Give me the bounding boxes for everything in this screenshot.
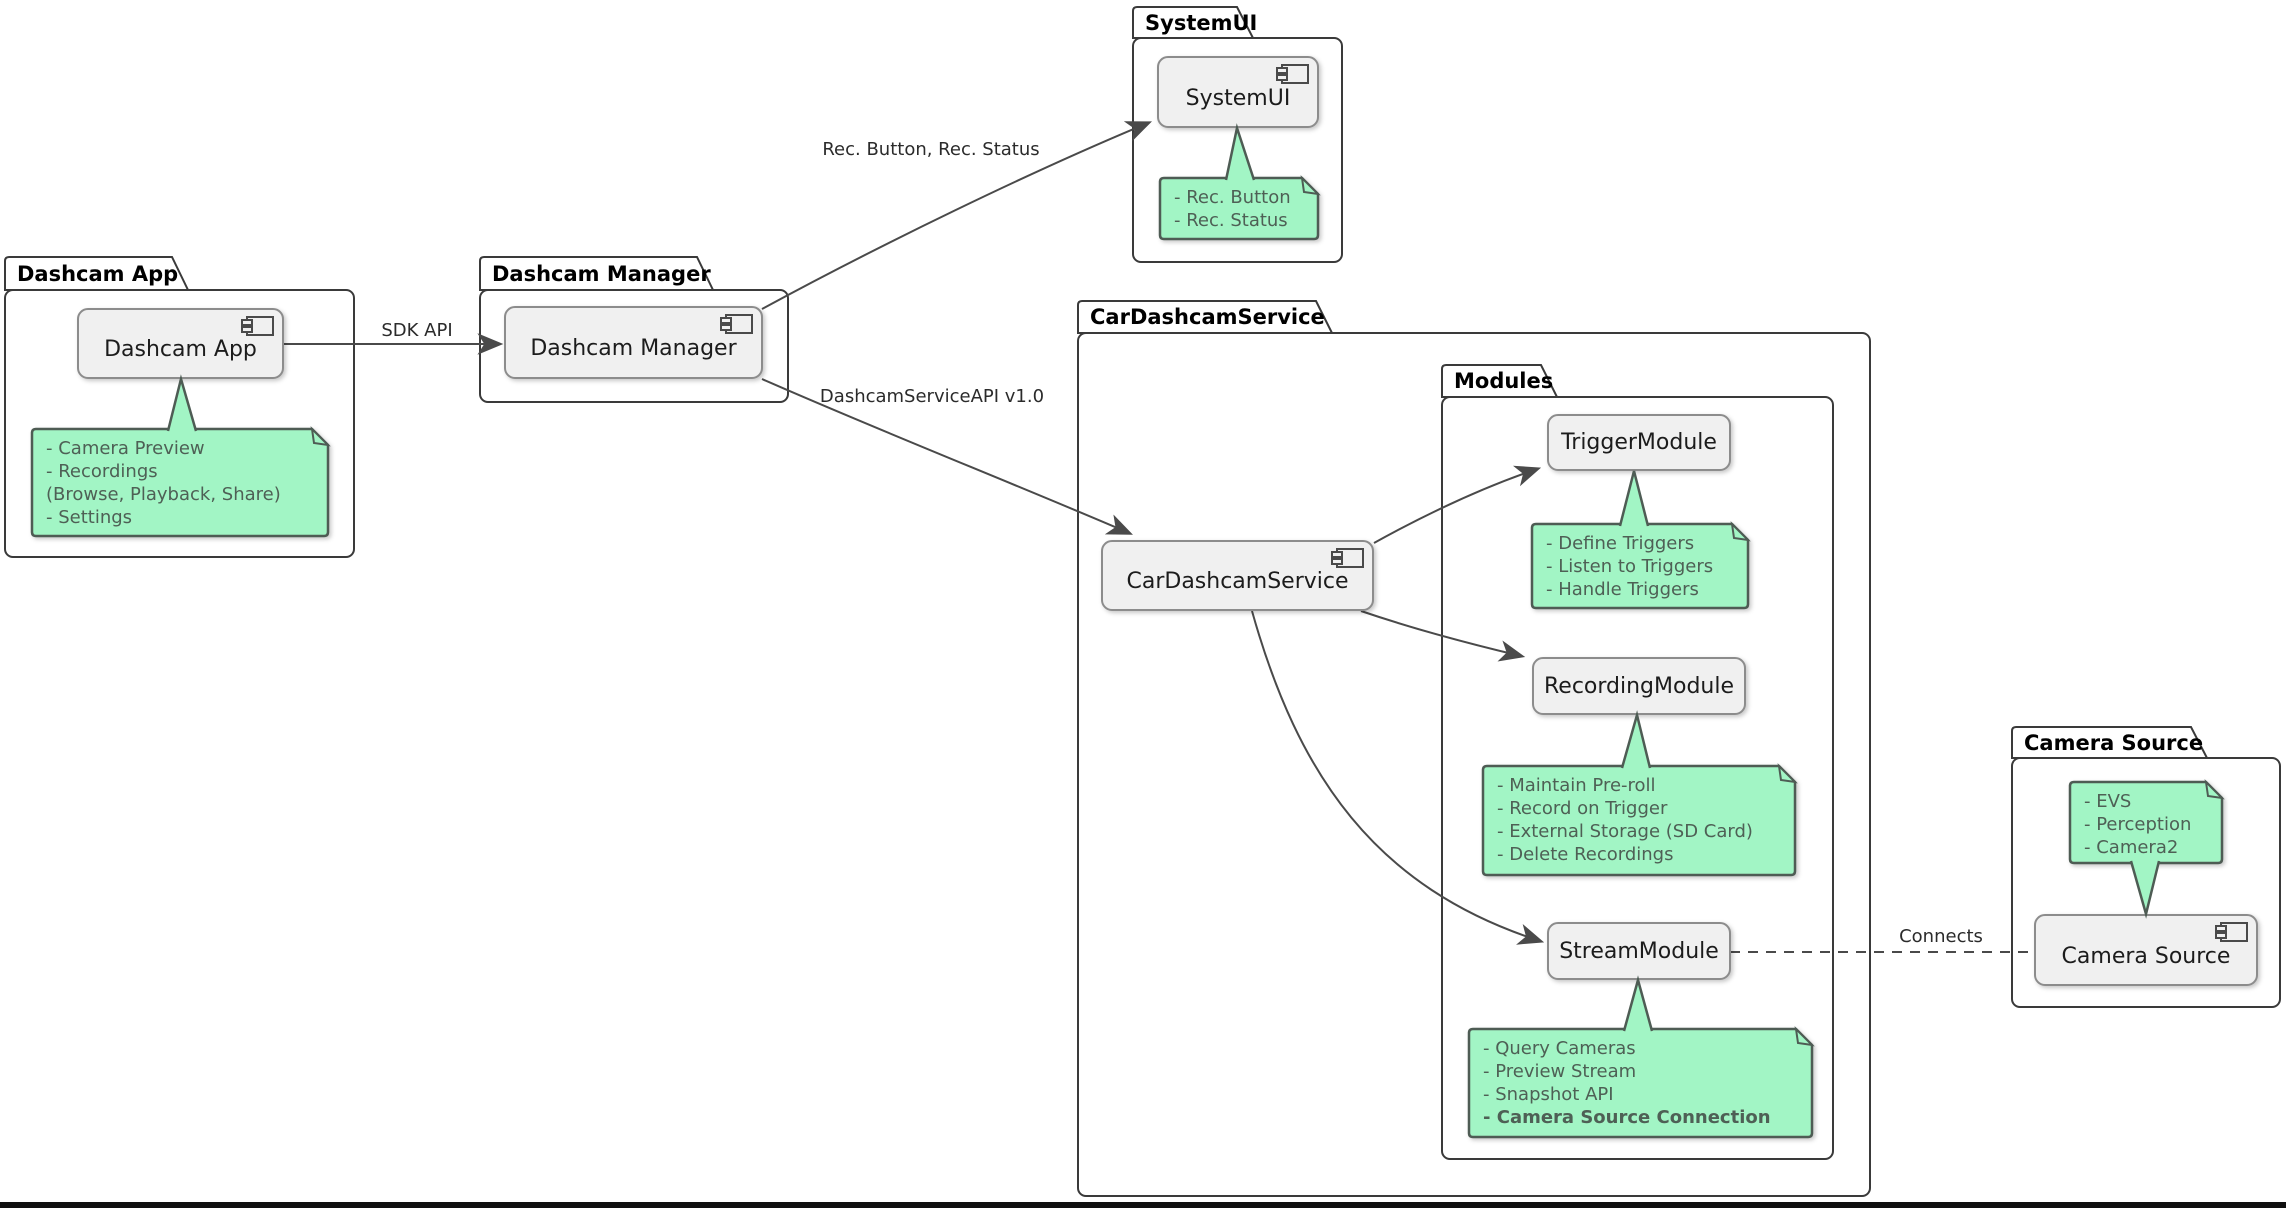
note-stream-module <box>1467 975 1815 1139</box>
note-pointer <box>1618 470 1650 527</box>
edge-label-sdk-api: SDK API <box>381 320 453 341</box>
component-name-trigger-module: TriggerModule <box>1561 430 1717 455</box>
note-line: (Browse, Playback, Share) <box>46 484 281 505</box>
note-pointer <box>2129 860 2161 919</box>
note-text-stream-module: - Query Cameras - Preview Stream - Snaps… <box>1483 1037 1771 1129</box>
component-trigger-module <box>1547 414 1731 471</box>
note-line: - Maintain Pre-roll <box>1497 775 1656 796</box>
note-line: - Define Triggers <box>1546 533 1695 554</box>
note-line: - Camera2 <box>2084 837 2179 858</box>
package-title-modules: Modules <box>1454 369 1554 393</box>
component-name-stream-module: StreamModule <box>1559 938 1719 964</box>
note-pointer <box>1622 975 1654 1032</box>
note-line: - Delete Recordings <box>1497 844 1674 865</box>
component-systemui <box>1157 56 1319 128</box>
package-title-dashcam-manager: Dashcam Manager <box>492 262 711 286</box>
note-fold-corner <box>310 426 331 447</box>
component-icon <box>241 316 274 336</box>
note-text-camera-source: - EVS - Perception - Camera2 <box>2084 790 2191 859</box>
edge-rec-button-status <box>761 121 1153 310</box>
note-recording-module <box>1481 710 1798 877</box>
note-line: - Perception <box>2084 814 2192 835</box>
component-dashcam-manager <box>504 306 763 379</box>
note-line: - Recordings <box>46 461 158 482</box>
component-icon <box>1331 548 1364 568</box>
note-text-dashcam-app: - Camera Preview - Recordings (Browse, P… <box>46 437 281 529</box>
component-cardashcamservice <box>1101 540 1374 611</box>
note-text-trigger-module: - Define Triggers - Listen to Triggers -… <box>1546 532 1713 601</box>
note-fold-corner <box>1777 763 1798 784</box>
note-pointer <box>1620 710 1652 769</box>
edge-service-to-trigger <box>1373 465 1542 544</box>
edge-label-connects: Connects <box>1899 926 1983 947</box>
package-title-systemui: SystemUI <box>1145 11 1258 35</box>
package-title-camera-source: Camera Source <box>2024 731 2204 755</box>
note-line: - Query Cameras <box>1483 1038 1636 1059</box>
edge-dashcam-service-api <box>761 378 1133 535</box>
note-trigger-module <box>1530 470 1751 610</box>
note-line: - External Storage (SD Card) <box>1497 821 1753 842</box>
component-name-dashcam-manager: Dashcam Manager <box>530 336 737 361</box>
component-name-camera-source: Camera Source <box>2061 943 2231 969</box>
note-line: - Handle Triggers <box>1546 579 1699 600</box>
component-icon <box>720 314 753 334</box>
note-line: - Rec. Status <box>1174 210 1288 231</box>
note-line: - Record on Trigger <box>1497 798 1668 819</box>
note-camera-source <box>2068 779 2225 919</box>
note-line: - Settings <box>46 507 133 528</box>
note-pointer <box>1224 123 1256 181</box>
note-systemui <box>1158 123 1321 241</box>
note-line: - Preview Stream <box>1483 1061 1637 1082</box>
component-camera-source <box>2034 914 2258 986</box>
note-line: - Snapshot API <box>1483 1084 1614 1105</box>
note-pointer <box>166 374 198 432</box>
component-name-dashcam-app: Dashcam App <box>104 337 257 362</box>
component-name-recording-module: RecordingModule <box>1543 673 1735 699</box>
note-dashcam-app <box>30 374 331 538</box>
note-line: - Listen to Triggers <box>1546 556 1714 577</box>
package-title-dashcam-app: Dashcam App <box>17 262 179 286</box>
edge-service-to-recording <box>1360 610 1526 662</box>
note-fold-corner <box>1794 1026 1815 1047</box>
edge-service-to-stream <box>1251 610 1545 945</box>
component-dashcam-app <box>77 308 284 379</box>
note-text-recording-module: - Maintain Pre-roll - Record on Trigger … <box>1497 774 1753 866</box>
component-icon <box>2215 922 2248 942</box>
component-icon <box>1276 64 1309 84</box>
note-fold-corner <box>2204 779 2225 800</box>
note-fold-corner <box>1730 521 1751 542</box>
note-fold-corner <box>1300 175 1321 196</box>
edge-label-rec-button-status: Rec. Button, Rec. Status <box>822 139 1040 160</box>
note-text-systemui: - Rec. Button - Rec. Status <box>1174 186 1291 232</box>
note-line: - Rec. Button <box>1174 187 1291 208</box>
component-name-cardashcamservice: CarDashcamService <box>1126 569 1349 594</box>
bottom-bar <box>0 1202 2286 1208</box>
component-name-systemui: SystemUI <box>1185 85 1291 111</box>
note-line: - Camera Source Connection <box>1483 1107 1771 1128</box>
note-line: - Camera Preview <box>46 438 205 459</box>
edge-label-dashcam-service-api: DashcamServiceAPI v1.0 <box>819 386 1045 407</box>
package-title-cardashcamservice: CarDashcamService <box>1090 305 1325 329</box>
note-line: - EVS <box>2084 791 2132 812</box>
component-recording-module <box>1532 657 1746 715</box>
